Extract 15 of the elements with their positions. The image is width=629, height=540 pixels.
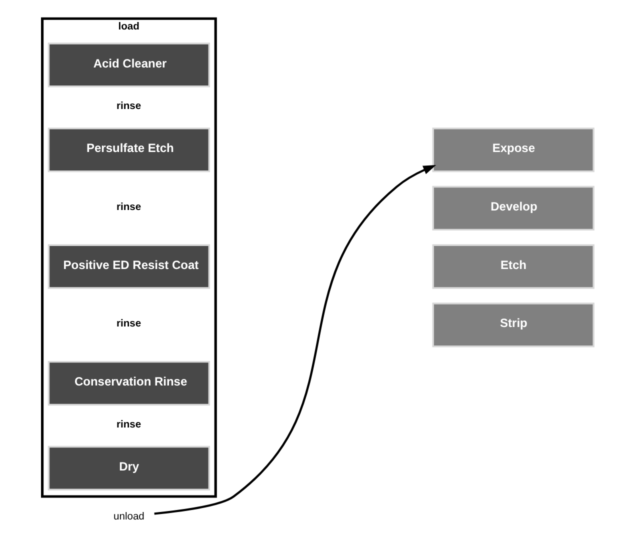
node-box: Conservation Rinse xyxy=(48,360,210,406)
label: rinse xyxy=(116,101,142,112)
node-box: Positive ED Resist Coat xyxy=(48,244,210,289)
node-box: Acid Cleaner xyxy=(48,42,210,88)
label: rinse xyxy=(116,202,142,214)
label: rinse xyxy=(116,420,142,431)
node-box: Persulfate Etch xyxy=(48,128,210,172)
node-box: Dry xyxy=(48,446,210,490)
node-text: unload xyxy=(114,511,144,522)
label: rinse xyxy=(116,318,142,330)
node-box: Expose xyxy=(432,128,594,172)
arrow xyxy=(154,165,436,515)
node-box: Etch xyxy=(432,244,594,289)
node-box: Develop xyxy=(432,186,594,231)
node-box: Strip xyxy=(432,302,594,348)
